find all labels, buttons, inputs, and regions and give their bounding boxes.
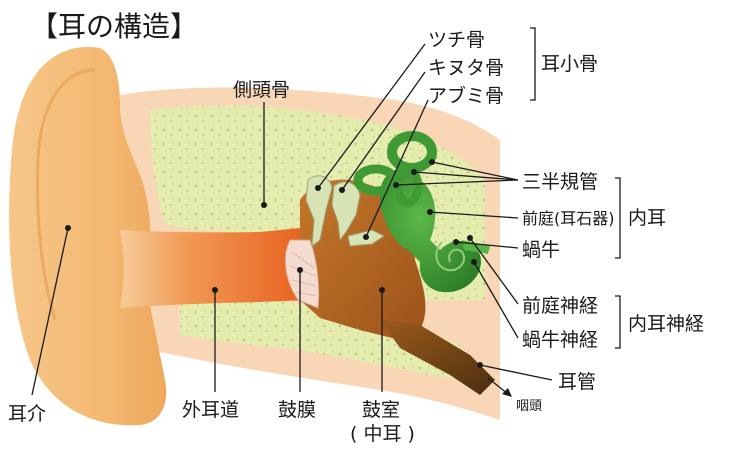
auricle-shape — [9, 46, 167, 426]
label-auricle: 耳介 — [8, 403, 46, 425]
label-middle-ear: ( 中耳 ) — [350, 423, 415, 445]
label-cochlea: 蝸牛 — [522, 239, 560, 261]
brackets — [530, 27, 621, 349]
label-vestibule: 前庭(耳石器) — [522, 209, 615, 228]
label-inner-ear: 内耳 — [628, 207, 666, 229]
label-tympanic-cavity: 鼓室 — [362, 399, 400, 421]
leader-lines — [31, 43, 553, 397]
label-inner-ear-nerve: 内耳神経 — [628, 313, 704, 335]
label-ossicles: 耳小骨 — [541, 53, 598, 75]
incus-shape — [331, 181, 361, 242]
auricle-fold — [36, 68, 96, 321]
eustachian-tube-shape — [380, 320, 495, 395]
label-semicircular-canals: 三半規管 — [522, 171, 598, 193]
eardrum-lines — [289, 251, 317, 297]
label-vestibular-nerve: 前庭神経 — [522, 295, 598, 317]
label-ear-canal: 外耳道 — [182, 399, 239, 421]
label-temporal-bone: 側頭骨 — [233, 79, 290, 101]
label-cochlear-nerve: 蝸牛神経 — [522, 329, 598, 351]
label-pharynx: 咽頭 — [516, 399, 542, 414]
label-eardrum: 鼓膜 — [278, 399, 316, 421]
diagram-title: 【耳の構造】 — [30, 10, 198, 43]
label-stapes: アブミ骨 — [428, 84, 504, 107]
malleus-shape — [305, 175, 333, 248]
label-incus: キヌタ骨 — [428, 57, 504, 79]
label-malleus: ツチ骨 — [428, 29, 485, 51]
eardrum-shape — [284, 239, 320, 309]
temporal-bone-lower — [180, 300, 470, 380]
label-eustachian-tube: 耳管 — [558, 371, 596, 393]
ear-canal-shape — [120, 228, 305, 308]
